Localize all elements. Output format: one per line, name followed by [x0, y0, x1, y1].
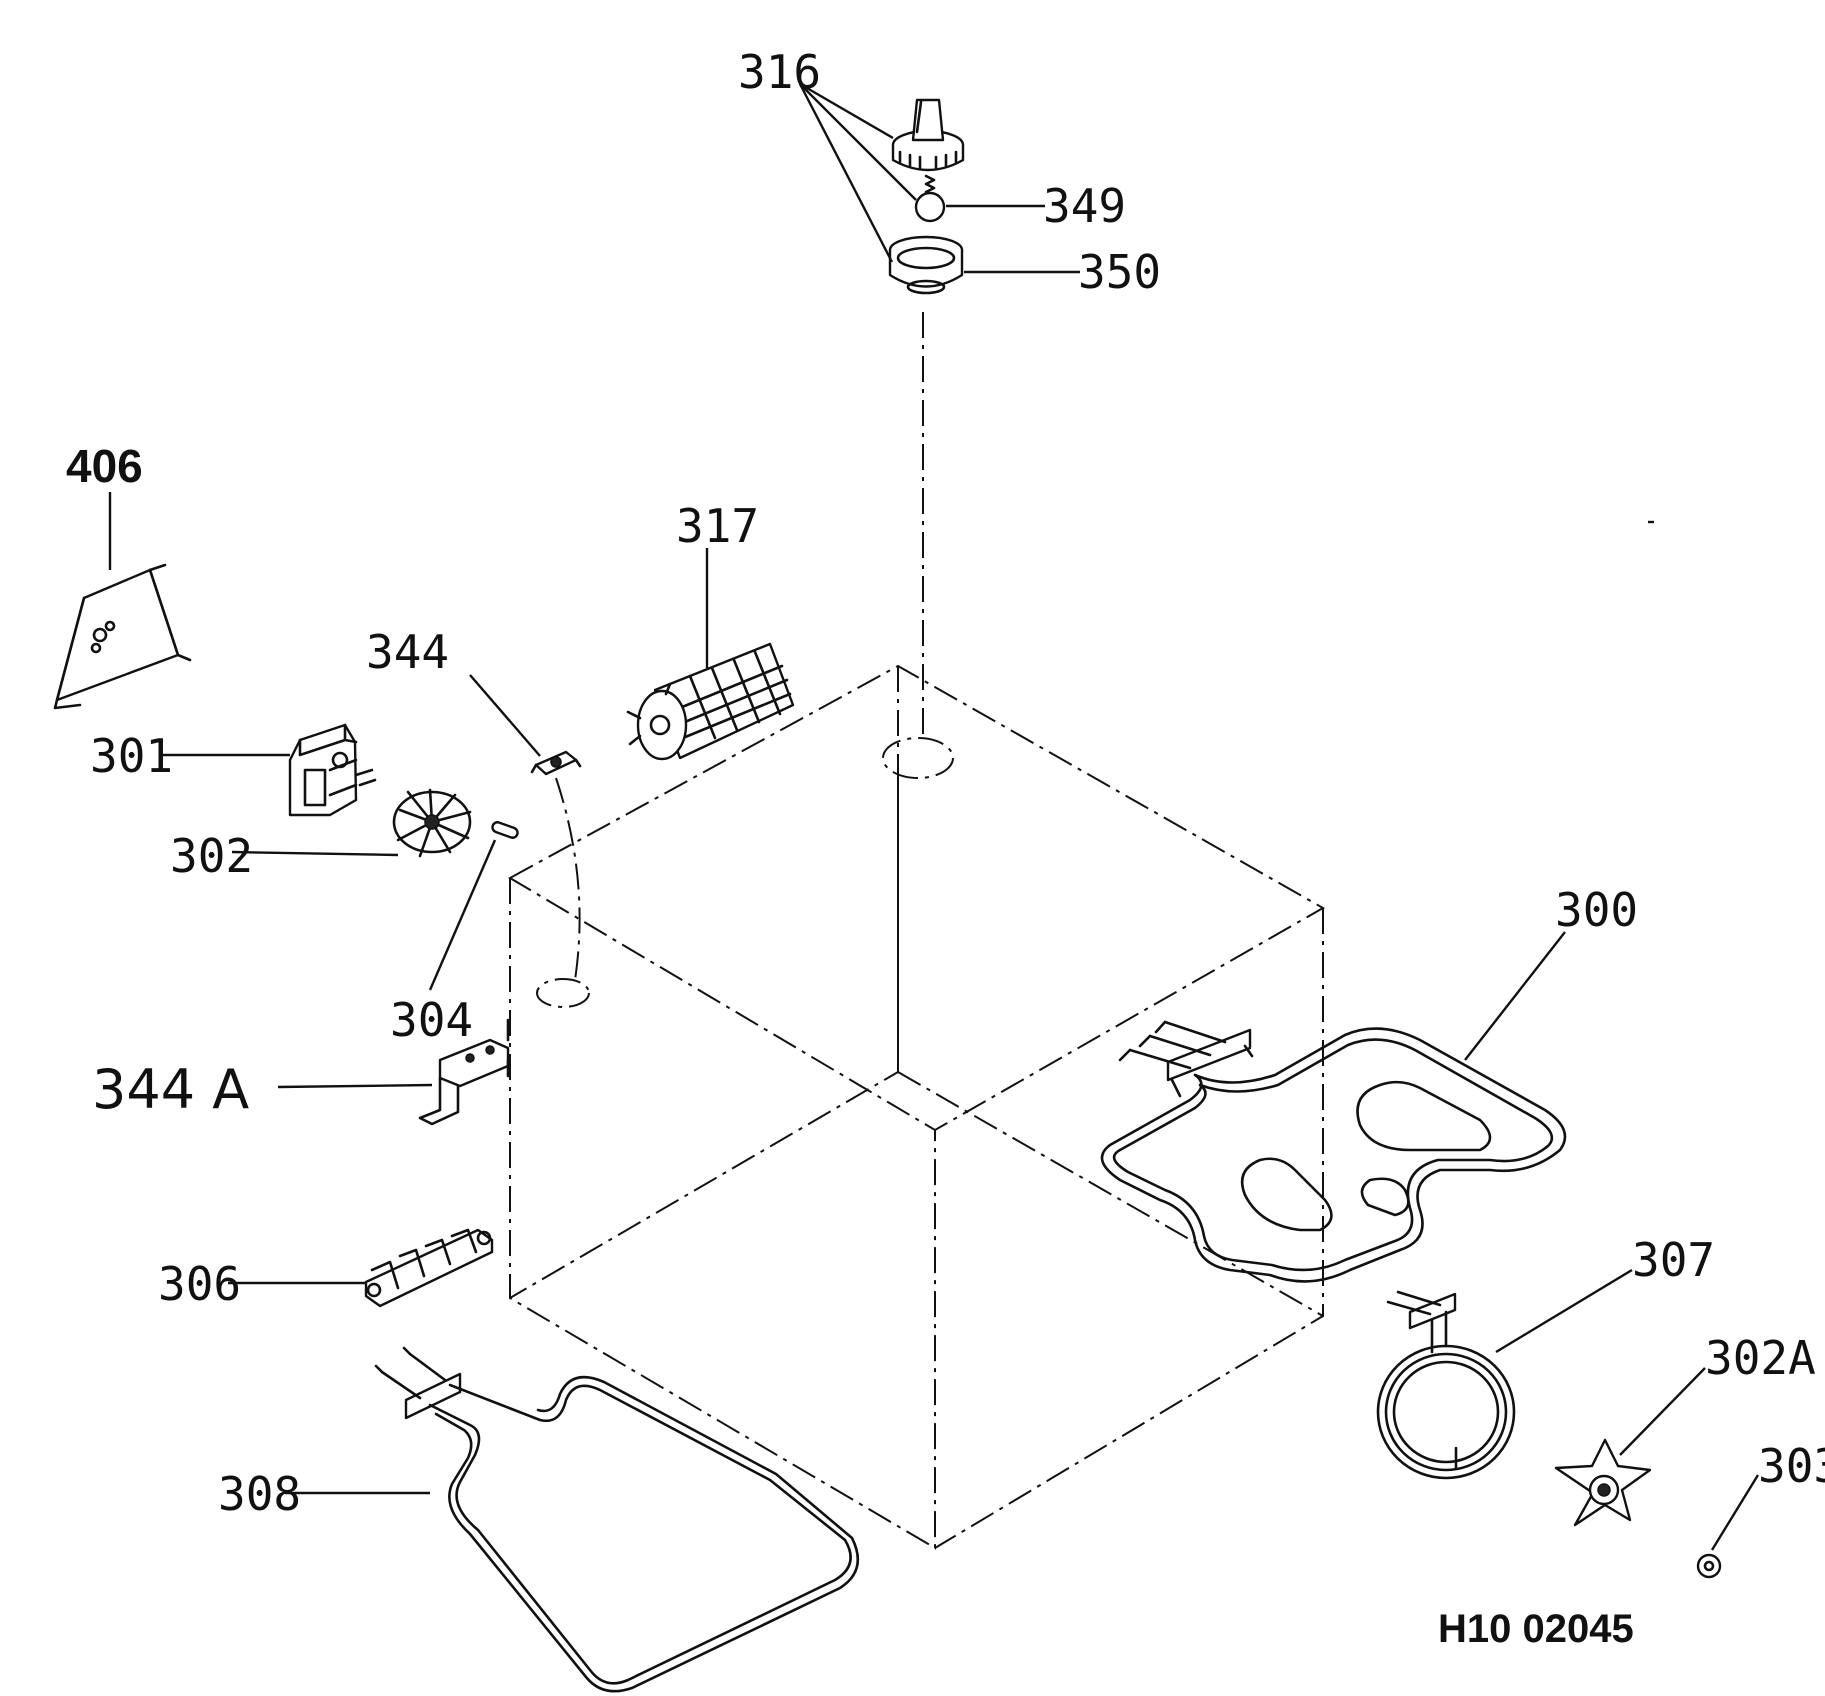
label-303: 303 [1758, 1439, 1825, 1493]
part-labels: 316 349 350 406 317 344 301 302 304 344 … [66, 45, 1825, 1651]
label-300: 300 [1555, 883, 1638, 937]
circular-element-307 [1376, 1290, 1516, 1480]
label-307: 307 [1632, 1233, 1715, 1287]
label-301: 301 [90, 729, 173, 783]
leader-lines [108, 82, 1760, 1551]
label-308: 308 [218, 1467, 301, 1521]
bracket-panel-406 [53, 563, 192, 710]
thermostat-knob-assembly [888, 98, 965, 295]
label-316: 316 [738, 45, 821, 99]
label-302: 302 [170, 829, 253, 883]
grill-element-300 [1100, 1020, 1567, 1283]
drawing-code: H10 02045 [1438, 1607, 1634, 1651]
oven-cavity-box [507, 312, 1326, 1550]
label-350: 350 [1078, 245, 1161, 299]
cooling-fan-317 [626, 642, 795, 761]
label-344: 344 [366, 625, 449, 679]
bracket-344a [418, 1018, 510, 1126]
bottom-element-308 [374, 1346, 860, 1693]
label-344a: 344 A [92, 1058, 249, 1121]
fan-blade-302 [392, 788, 472, 858]
thermal-fuse-344 [530, 750, 582, 776]
label-302a: 302A [1705, 1331, 1816, 1385]
label-406: 406 [66, 440, 143, 492]
label-304: 304 [390, 993, 473, 1047]
pin-304 [491, 821, 519, 839]
nut-303 [1696, 1553, 1722, 1579]
label-306: 306 [158, 1257, 241, 1311]
fan-302a [1554, 1438, 1652, 1527]
fan-motor-301 [288, 723, 377, 817]
label-317: 317 [676, 499, 759, 553]
label-349: 349 [1043, 179, 1126, 233]
terminal-block-306 [364, 1228, 494, 1308]
